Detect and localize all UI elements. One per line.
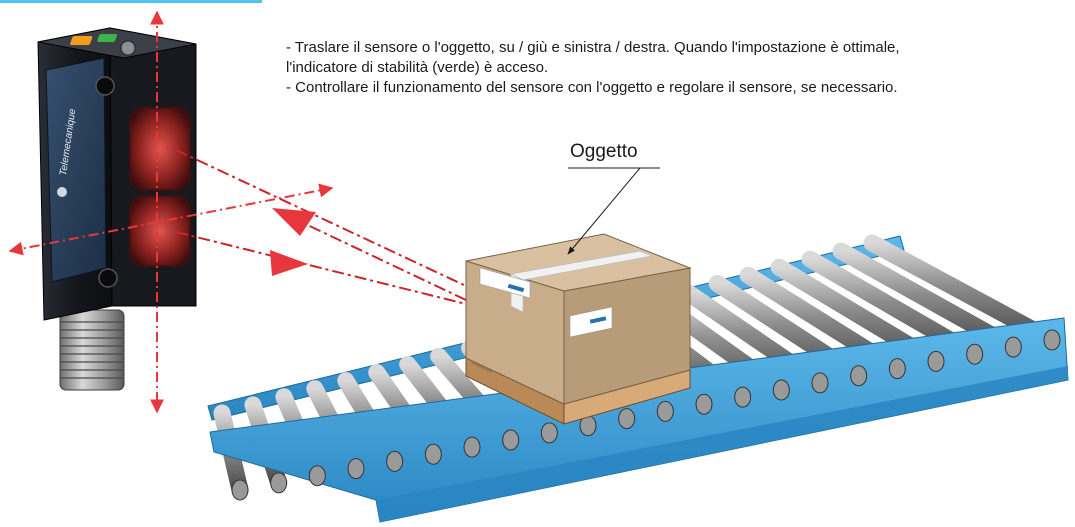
roller-end [811,372,829,394]
instructions-text: - Traslare il sensore o l'oggetto, su / … [286,38,1066,98]
sensor: Telemecanique [37,27,197,391]
roller-end [850,365,868,387]
movement-arrows [8,10,334,414]
sensor-mount-hole-top [95,76,115,96]
roller-end [927,350,945,372]
roller-end [231,479,249,501]
sensor-lens-receiver [129,195,191,267]
box-label-logo-left [507,283,525,293]
connector-threads [60,321,124,379]
beam-reflected [279,211,467,301]
roller-end [540,422,558,444]
roller-end [772,379,790,401]
beam-reflected-arrowhead [272,208,316,236]
callout-pointer-line [567,167,641,255]
roller-end [1043,329,1061,351]
roller-end [734,386,752,408]
roller-end [386,450,404,472]
object-callout-label: Oggetto [570,141,638,162]
roller-end [308,465,326,487]
beam-emitted-arrowhead [270,250,308,276]
sensor-blue-panel [45,57,107,283]
beam-lines [175,149,467,305]
box-label-logo [589,316,607,324]
horizontal-adjust-arrow [8,183,334,256]
roller-end [347,458,365,480]
instruction-line-2: l'indicatore di stabilità (verde) è acce… [286,59,549,76]
roller-end [424,443,442,465]
sensor-brand-logo-icon [57,187,67,197]
sensor-indicator-orange [70,36,93,45]
roller-end [695,393,713,415]
beam-emitted-bottom [175,231,467,305]
object-box [465,233,692,425]
roller-end [502,429,520,451]
roller-end [1004,336,1022,358]
beam-emitted-top [175,149,467,287]
roller-end [888,358,906,380]
sensor-indicator-green [97,34,118,42]
roller-end [463,436,481,458]
conveyor-roller-ends [231,329,1061,501]
sensor-mount-hole-bottom [98,268,118,288]
callout-leader [567,167,660,255]
sensor-adjust-knob [120,40,136,56]
conveyor-front-rail-lip [376,366,1068,522]
top-accent-bar [0,0,262,3]
instruction-line-1: - Traslare il sensore o l'oggetto, su / … [286,39,900,56]
roller-end [966,343,984,365]
sensor-lens-emitter [129,107,191,191]
roller-end [270,472,288,494]
instruction-line-3: - Controllare il funzionamento del senso… [286,79,898,96]
roller-end [618,408,636,430]
roller-end [656,400,674,422]
